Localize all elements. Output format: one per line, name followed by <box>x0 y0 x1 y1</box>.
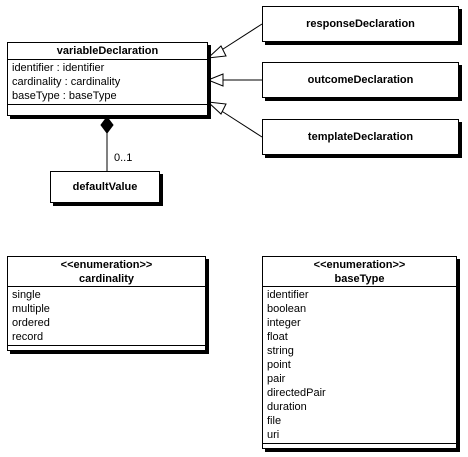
variable-declaration-class: variableDeclaration identifier : identif… <box>7 42 208 116</box>
enum-value: single <box>12 289 41 301</box>
generalization-line-response <box>219 23 263 52</box>
enum-value: float <box>267 331 288 343</box>
composition-diamond <box>100 116 114 134</box>
enum-value: pair <box>267 373 286 385</box>
cardinality-stereotype: <<enumeration>> <box>60 259 153 271</box>
attribute-basetype: baseType : baseType <box>12 90 117 102</box>
enum-value: record <box>12 331 44 343</box>
enum-value: ordered <box>12 317 50 329</box>
enum-value: directedPair <box>267 387 326 399</box>
enum-value: duration <box>267 401 307 413</box>
basetype-title: baseType <box>334 273 385 285</box>
basetype-values: identifier boolean integer float string … <box>263 286 456 443</box>
response-declaration-title: responseDeclaration <box>306 18 415 30</box>
basetype-stereotype: <<enumeration>> <box>313 259 406 271</box>
template-declaration-title: templateDeclaration <box>307 131 414 143</box>
variable-declaration-title: variableDeclaration <box>56 45 159 57</box>
cardinality-title: cardinality <box>78 273 135 285</box>
enum-value: string <box>267 345 294 357</box>
cardinality-values: single multiple ordered record <box>8 286 205 345</box>
default-value-title: defaultValue <box>72 181 138 193</box>
basetype-operations <box>263 443 456 455</box>
generalization-arrowhead-response <box>206 45 227 59</box>
cardinality-enumeration: <<enumeration>> cardinality single multi… <box>7 256 206 351</box>
outcome-declaration-title: outcomeDeclaration <box>307 74 414 86</box>
generalization-arrowhead-template <box>206 101 227 115</box>
cardinality-operations <box>8 345 205 357</box>
enum-value: integer <box>267 317 301 329</box>
enum-value: multiple <box>12 303 50 315</box>
enum-value: point <box>267 359 291 371</box>
basetype-enumeration: <<enumeration>> baseType identifier bool… <box>262 256 457 449</box>
variable-declaration-operations <box>8 104 207 116</box>
enum-value: identifier <box>267 289 309 301</box>
multiplicity-label: 0..1 <box>114 152 133 164</box>
outcome-declaration-class: outcomeDeclaration <box>262 62 459 98</box>
template-declaration-class: templateDeclaration <box>262 119 459 155</box>
default-value-class: defaultValue <box>50 171 160 203</box>
variable-declaration-attributes: identifier : identifier cardinality : ca… <box>8 59 207 104</box>
generalization-line-template <box>219 109 263 138</box>
attribute-identifier: identifier : identifier <box>12 62 105 74</box>
enum-value: file <box>267 415 282 427</box>
attribute-cardinality: cardinality : cardinality <box>12 76 121 88</box>
response-declaration-class: responseDeclaration <box>262 6 459 42</box>
enum-value: boolean <box>267 303 307 315</box>
generalization-arrowhead-outcome <box>206 73 224 87</box>
enum-value: uri <box>267 429 280 441</box>
